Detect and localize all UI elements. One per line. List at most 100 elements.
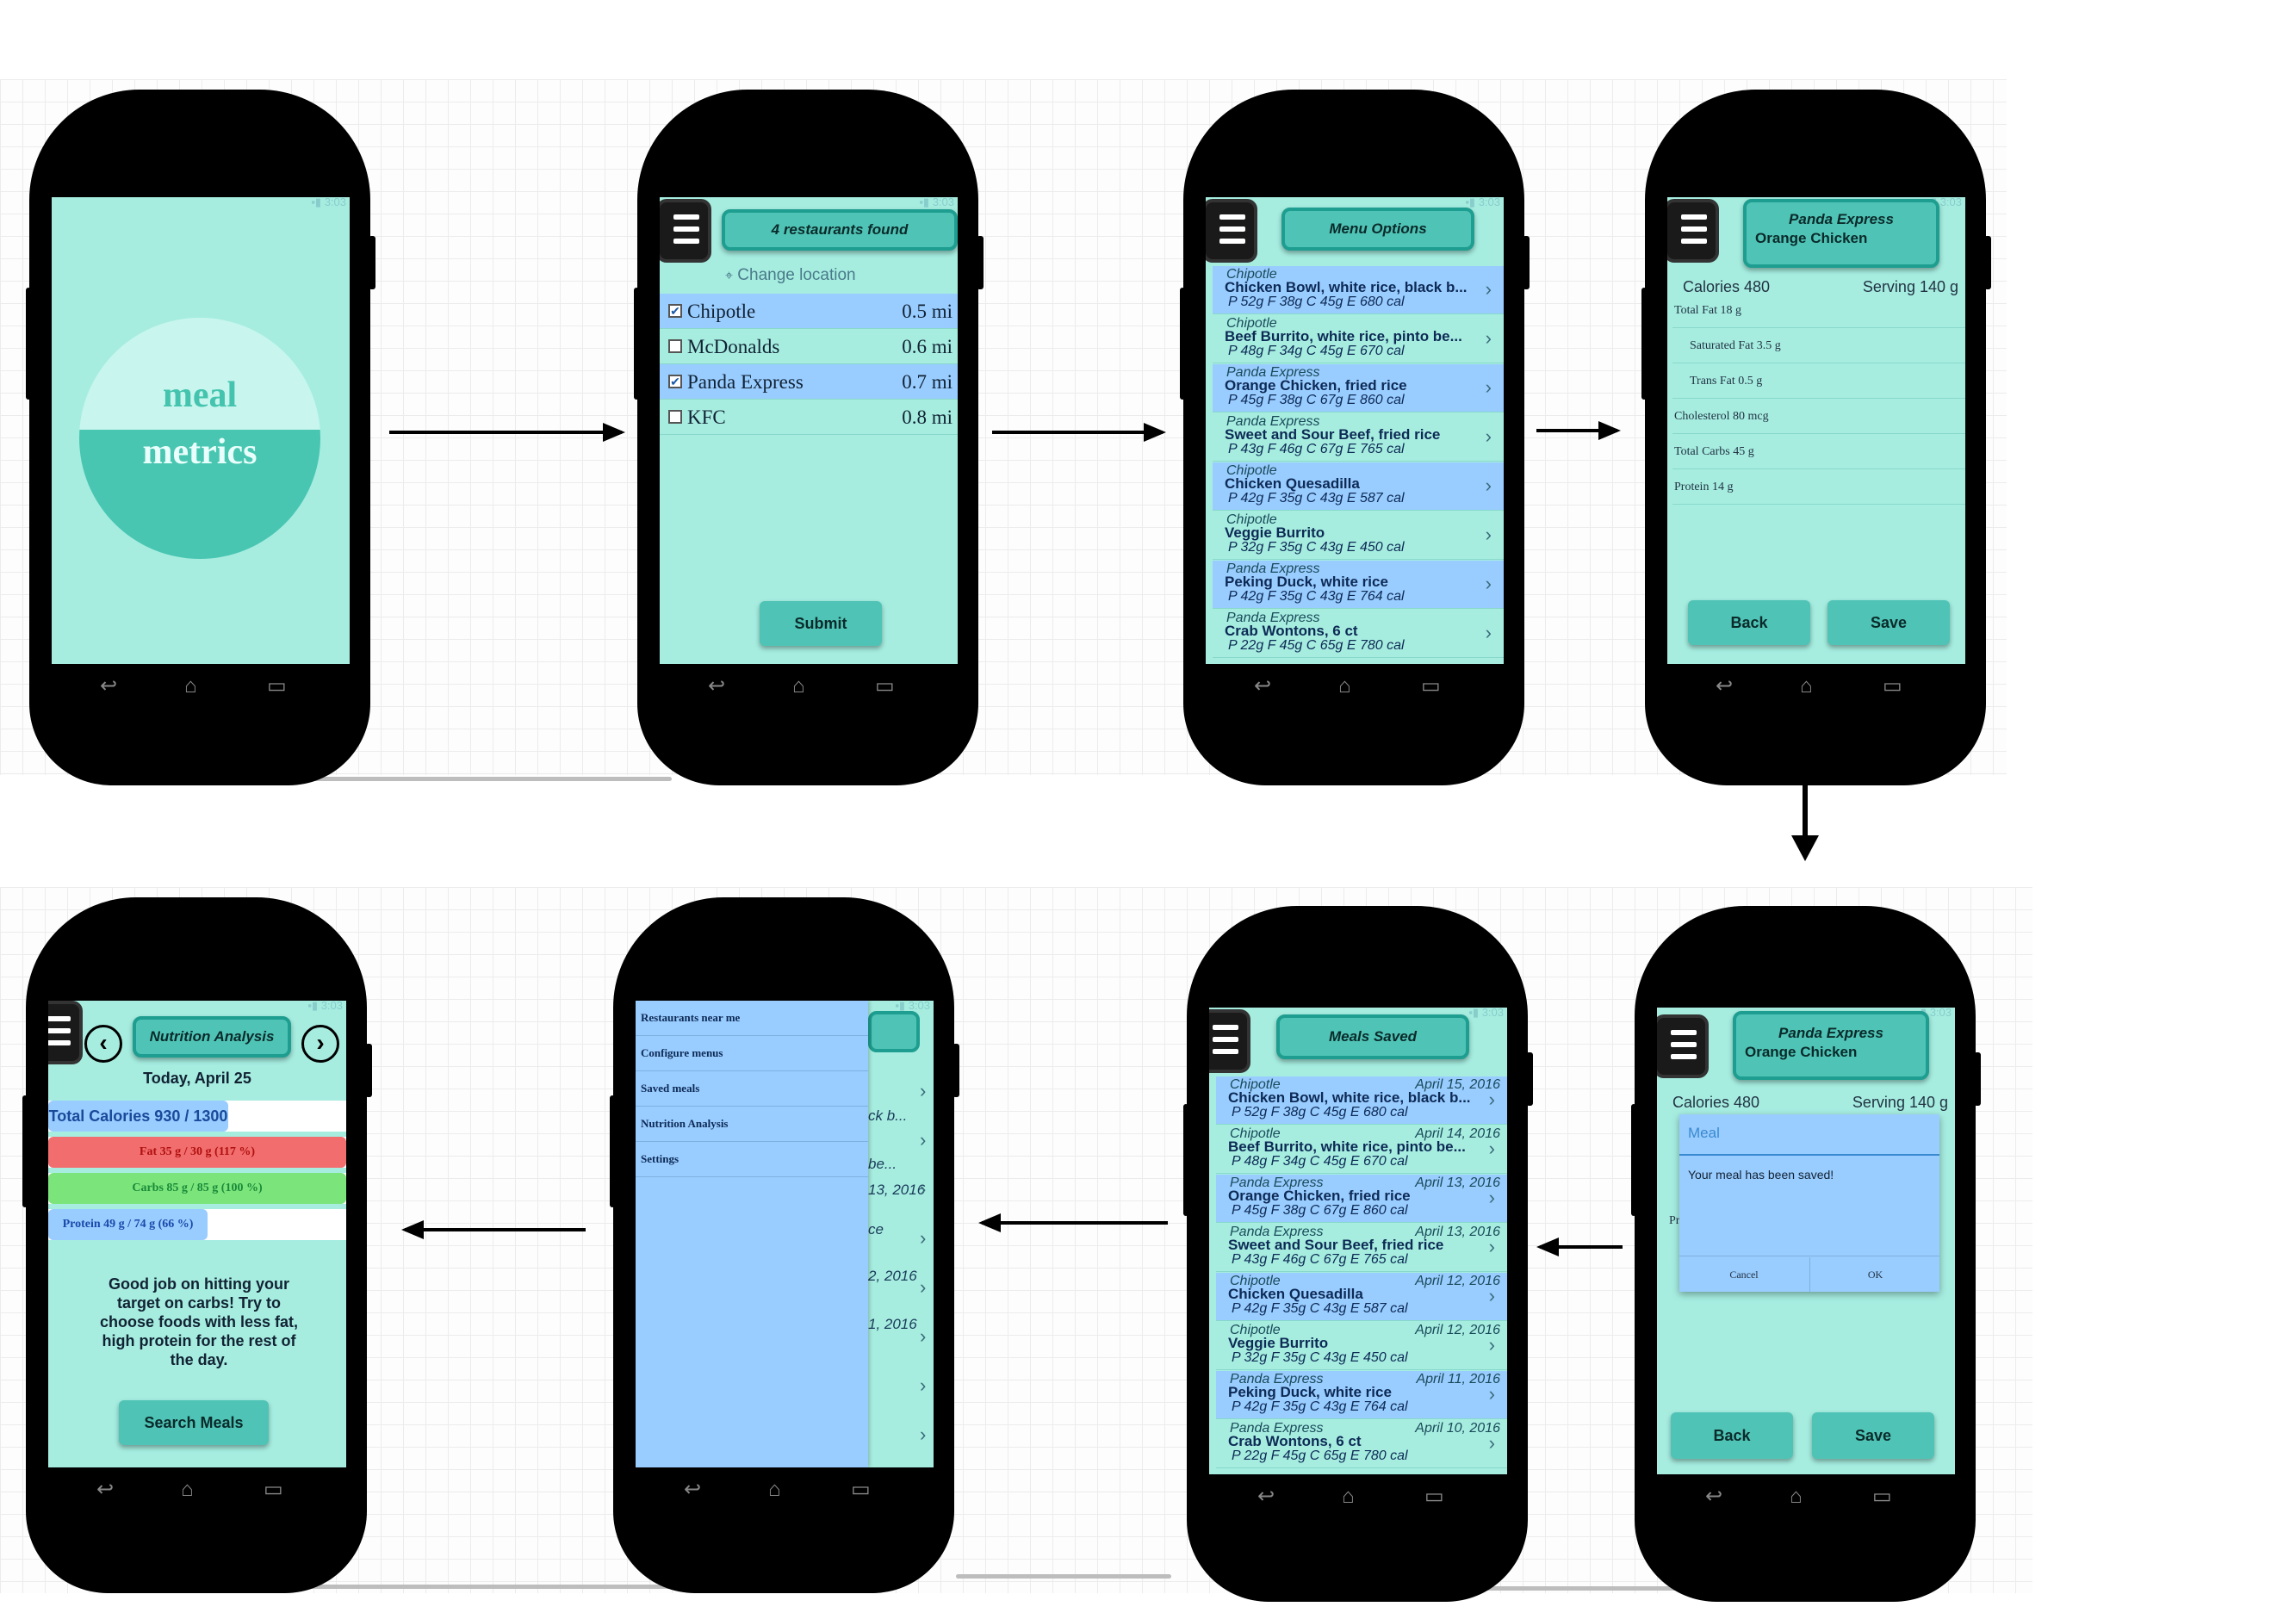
restaurant-checkbox[interactable] (668, 410, 682, 424)
prev-day-icon[interactable]: ‹ (84, 1025, 122, 1063)
recents-nav-icon[interactable]: ▭ (875, 674, 895, 698)
hamburger-menu-icon[interactable] (1209, 1009, 1250, 1073)
drawer-item[interactable]: Settings (636, 1142, 868, 1177)
back-nav-icon[interactable]: ↩ (96, 1478, 115, 1501)
recents-nav-icon[interactable]: ▭ (264, 1478, 283, 1501)
nutrition-analysis-title: Nutrition Analysis (133, 1016, 291, 1058)
drawer-item[interactable]: Configure menus (636, 1036, 868, 1071)
home-nav-icon[interactable]: ⌂ (1790, 1485, 1803, 1508)
hamburger-menu-icon[interactable] (48, 1001, 83, 1064)
calories-label: Calories 480 (1672, 1094, 1760, 1111)
home-nav-icon[interactable]: ⌂ (792, 674, 805, 698)
analysis-message: Good job on hitting your target on carbs… (99, 1275, 299, 1368)
home-nav-icon[interactable]: ⌂ (181, 1478, 194, 1501)
back-nav-icon[interactable]: ↩ (684, 1478, 702, 1501)
item-name: Chicken Quesadilla (1228, 1286, 1363, 1302)
item-name: Chicken Bowl, white rice, black b... (1225, 279, 1468, 295)
save-button[interactable]: Save (1812, 1412, 1934, 1459)
restaurant-checkbox[interactable]: ✔ (668, 375, 682, 388)
back-nav-icon[interactable]: ↩ (100, 674, 118, 698)
serving-label: Serving 140 g (1862, 278, 1958, 295)
chevron-right-icon: › (1488, 1089, 1495, 1110)
recents-nav-icon[interactable]: ▭ (1872, 1485, 1892, 1508)
chevron-right-icon: › (1488, 1285, 1495, 1306)
next-day-icon[interactable]: › (301, 1025, 339, 1063)
dialog-ok-button[interactable]: OK (1809, 1257, 1940, 1292)
chevron-right-icon: › (920, 1276, 927, 1298)
restaurant-name: Panda Express (687, 371, 804, 393)
back-nav-icon[interactable]: ↩ (1716, 674, 1734, 698)
canvas-scrollbar[interactable] (956, 1574, 1171, 1579)
change-location-link[interactable]: ⌖ Change location (725, 266, 856, 285)
behind-fragment: ck b... (868, 1107, 908, 1124)
power-button (369, 236, 375, 289)
home-nav-icon[interactable]: ⌂ (1338, 674, 1351, 698)
back-button[interactable]: Back (1671, 1412, 1793, 1459)
nav-bar: ↩ ⌂ ▭ (636, 1467, 934, 1510)
canvas-scrollbar[interactable] (200, 777, 672, 781)
hamburger-menu-icon[interactable] (660, 199, 711, 263)
restaurant-checkbox[interactable]: ✔ (668, 304, 682, 318)
nutrition-line: Total Fat 18 g (1672, 294, 1965, 328)
volume-button (22, 1095, 28, 1207)
save-button[interactable]: Save (1827, 600, 1950, 645)
calories-label: Calories 480 (1683, 278, 1771, 295)
drawer-item[interactable]: Restaurants near me (636, 1001, 868, 1036)
recents-nav-icon[interactable]: ▭ (1424, 1485, 1444, 1508)
home-nav-icon[interactable]: ⌂ (1342, 1485, 1355, 1508)
home-nav-icon[interactable]: ⌂ (768, 1478, 781, 1501)
recents-nav-icon[interactable]: ▭ (1883, 674, 1902, 698)
drawer-item[interactable]: Nutrition Analysis (636, 1107, 868, 1142)
drawer-item[interactable]: Saved meals (636, 1071, 868, 1107)
recents-nav-icon[interactable]: ▭ (267, 674, 287, 698)
restaurant-name: McDonalds (687, 336, 780, 357)
item-name: Crab Wontons, 6 ct (1228, 1433, 1362, 1449)
dialog-cancel-button[interactable]: Cancel (1729, 1269, 1759, 1281)
hamburger-menu-icon[interactable] (1206, 199, 1257, 263)
home-nav-icon[interactable]: ⌂ (184, 674, 197, 698)
item-name: Orange Chicken (1745, 1044, 1858, 1060)
save-dialog: Meal Your meal has been saved! Cancel OK (1679, 1114, 1939, 1292)
back-nav-icon[interactable]: ↩ (1254, 674, 1272, 698)
search-meals-button[interactable]: Search Meals (119, 1400, 269, 1445)
restaurant-checkbox[interactable] (668, 339, 682, 353)
hamburger-menu-icon[interactable] (1657, 1014, 1709, 1078)
power-button (1974, 1052, 1981, 1106)
item-detail-screen: ▪▮ 3:03 Panda Express Orange Chicken Cal… (1667, 197, 1965, 664)
submit-button[interactable]: Submit (760, 601, 882, 646)
back-nav-icon[interactable]: ↩ (708, 674, 726, 698)
home-nav-icon[interactable]: ⌂ (1800, 674, 1813, 698)
chevron-right-icon: › (1485, 327, 1492, 349)
hamburger-menu-icon[interactable] (1667, 199, 1719, 263)
recents-nav-icon[interactable]: ▭ (1421, 674, 1441, 698)
flow-arrow (1536, 421, 1621, 440)
recents-nav-icon[interactable]: ▭ (851, 1478, 871, 1501)
back-nav-icon[interactable]: ↩ (1705, 1485, 1723, 1508)
nutrition-line-label: Total Fat 18 g (1674, 304, 1741, 317)
nutrition-line-label: Cholesterol 80 mcg (1674, 410, 1769, 423)
canvas-scrollbar[interactable] (224, 1585, 694, 1589)
back-button[interactable]: Back (1688, 600, 1810, 645)
back-nav-icon[interactable]: ↩ (1257, 1485, 1275, 1508)
chevron-right-icon: › (1488, 1236, 1495, 1257)
